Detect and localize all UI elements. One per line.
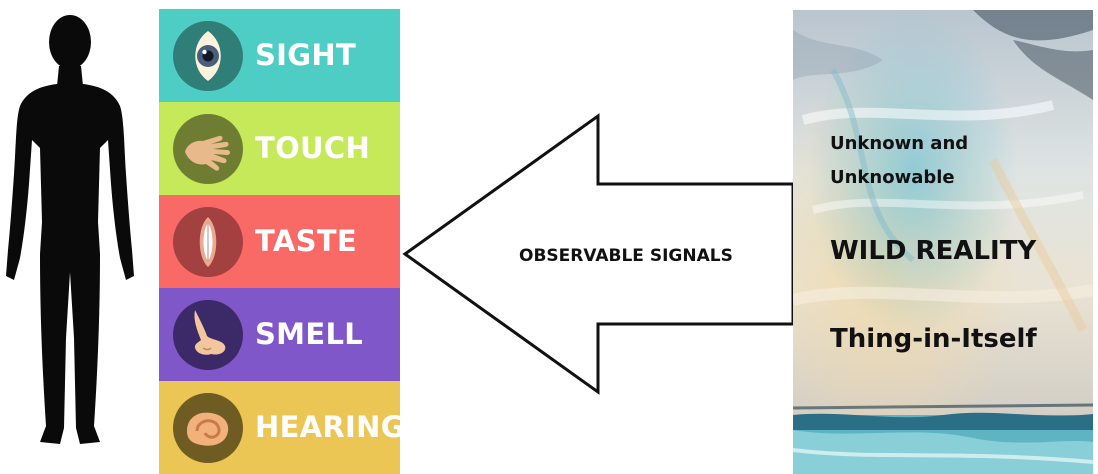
ear-icon xyxy=(173,393,243,463)
nose-icon xyxy=(173,300,243,370)
sense-touch: TOUCH xyxy=(159,102,400,195)
sense-label-hearing: HEARING xyxy=(255,410,405,444)
thing-in-itself-text: Thing-in-Itself xyxy=(830,324,1037,354)
sense-label-smell: SMELL xyxy=(255,317,364,351)
sense-label-touch: TOUCH xyxy=(255,131,371,165)
senses-column: SIGHT TOUCH TASTE xyxy=(159,9,405,474)
mouth-icon xyxy=(173,207,243,277)
unknown-text-line1: Unknown and xyxy=(830,133,969,154)
eye-icon xyxy=(173,21,243,91)
sense-hearing: HEARING xyxy=(159,381,405,474)
sense-taste: TASTE xyxy=(159,195,400,288)
hand-icon xyxy=(173,114,243,184)
wild-reality-title: WILD REALITY xyxy=(830,236,1037,266)
sense-smell: SMELL xyxy=(159,288,400,381)
reality-panel: Unknown and Unknowable WILD REALITY Thin… xyxy=(793,10,1093,474)
abstract-painting xyxy=(793,10,1093,474)
human-silhouette xyxy=(6,15,134,444)
sense-label-sight: SIGHT xyxy=(255,38,357,72)
arrow-label: OBSERVABLE SIGNALS xyxy=(519,246,733,266)
unknown-text-line2: Unknowable xyxy=(830,167,955,188)
sense-label-taste: TASTE xyxy=(255,224,357,258)
sense-sight: SIGHT xyxy=(159,9,400,102)
